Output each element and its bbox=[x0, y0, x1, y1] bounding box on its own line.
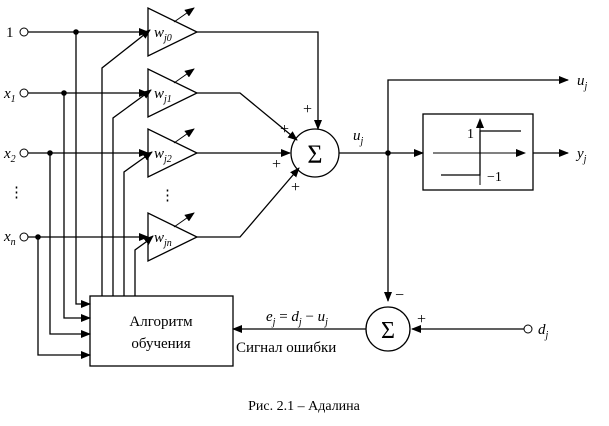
activation-block: 1 −1 bbox=[422, 113, 534, 191]
activation-level-high: 1 bbox=[467, 127, 474, 142]
input-xn-terminal bbox=[19, 232, 29, 242]
sum-sign-w1: + bbox=[280, 121, 289, 138]
sum-sign-w2: + bbox=[272, 156, 281, 173]
net-output-label: uj bbox=[353, 128, 364, 147]
error-summator-symbol: Σ bbox=[381, 318, 395, 344]
inputs-ellipsis: ⋮ bbox=[9, 185, 24, 201]
learning-algorithm-block: Алгоритм обучения bbox=[89, 295, 234, 367]
main-summator-symbol: Σ bbox=[307, 140, 322, 169]
weight-control-lines bbox=[101, 29, 154, 296]
learning-block-line1: Алгоритм bbox=[129, 314, 193, 330]
input-x2-terminal bbox=[19, 148, 29, 158]
weight-jn: wjn bbox=[147, 211, 199, 263]
sum-sign-w0: + bbox=[303, 101, 312, 118]
target-label: dj bbox=[538, 322, 549, 341]
input-xn-label: xn bbox=[3, 229, 16, 248]
weight-j1-adjust-arrow bbox=[173, 68, 195, 84]
activation-level-low: −1 bbox=[487, 170, 502, 185]
input-x1: x1 bbox=[3, 86, 29, 105]
figure-caption: Рис. 2.1 – Адалина bbox=[248, 399, 361, 414]
target-terminal bbox=[523, 324, 533, 334]
weight-j0: wj0 bbox=[147, 6, 199, 58]
input-1-terminal bbox=[19, 27, 29, 37]
weight-j0-label: wj0 bbox=[154, 25, 172, 44]
error-sign-minus: − bbox=[395, 287, 404, 304]
error-formula: ej = dj − uj bbox=[266, 309, 328, 328]
input-x1-terminal bbox=[19, 88, 29, 98]
sum-sign-wn: + bbox=[291, 179, 300, 196]
target-input: dj bbox=[411, 322, 549, 341]
weight-j2-adjust-arrow bbox=[173, 128, 195, 144]
error-sign-plus: + bbox=[417, 311, 426, 328]
input-x2: x2 bbox=[3, 146, 29, 165]
weight-j0-adjust-arrow bbox=[173, 7, 195, 23]
weight-j1: wj1 bbox=[147, 67, 199, 119]
weight-jn-label: wjn bbox=[154, 230, 172, 249]
output-wiring bbox=[339, 76, 569, 302]
linear-output-label: uj bbox=[577, 73, 588, 92]
input-1: 1 bbox=[6, 25, 29, 41]
error-summator: Σ − + bbox=[365, 287, 426, 352]
weight-j2: wj2 bbox=[147, 127, 199, 179]
activation-step-curve bbox=[441, 130, 521, 176]
input-1-label: 1 bbox=[6, 25, 14, 41]
error-signal-label: Сигнал ошибки bbox=[236, 340, 336, 356]
main-summator: Σ + + + + bbox=[272, 101, 340, 196]
input-x2-label: x2 bbox=[3, 146, 16, 165]
weight-j2-label: wj2 bbox=[154, 146, 172, 165]
input-xn: xn bbox=[3, 229, 29, 248]
input-wiring bbox=[28, 28, 149, 359]
learning-block-line2: обучения bbox=[131, 336, 190, 352]
summator-wiring bbox=[197, 31, 322, 238]
weight-j1-label: wj1 bbox=[154, 86, 172, 105]
weight-jn-adjust-arrow bbox=[173, 212, 195, 228]
binary-output-label: yj bbox=[575, 146, 587, 165]
weights-ellipsis: ⋮ bbox=[160, 188, 175, 204]
input-x1-label: x1 bbox=[3, 86, 16, 105]
